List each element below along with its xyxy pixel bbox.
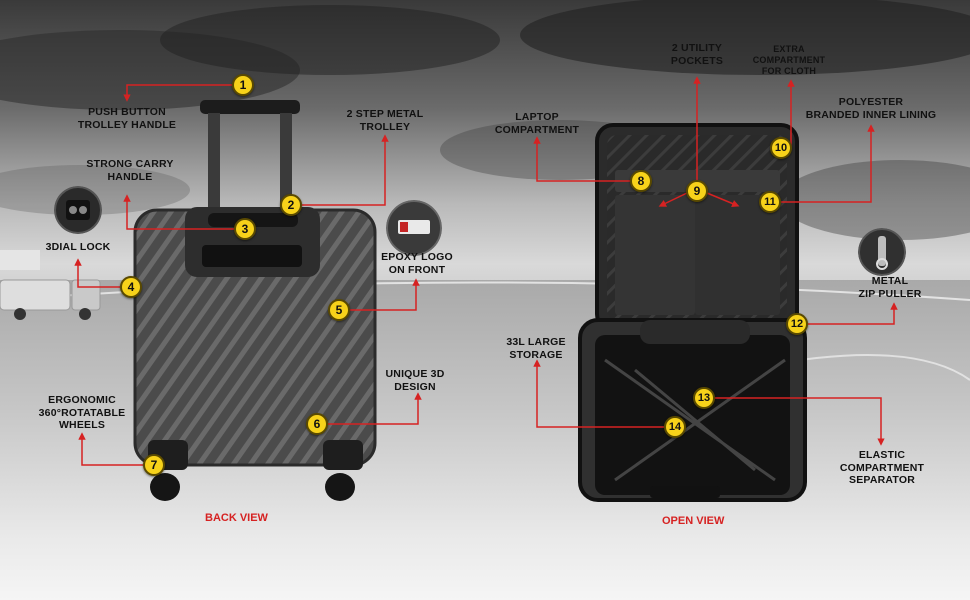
label-elastic-separator: ELASTIC COMPARTMENT SEPARATOR bbox=[839, 449, 925, 486]
label-2-utility-pockets: 2 UTILITY POCKETS bbox=[670, 42, 724, 67]
callout-badge-5: 5 bbox=[328, 299, 350, 321]
callout-badge-9: 9 bbox=[686, 180, 708, 202]
callout-badge-2: 2 bbox=[280, 194, 302, 216]
label-unique-3d-design: UNIQUE 3D DESIGN bbox=[385, 368, 445, 393]
label-polyester-lining: POLYESTER BRANDED INNER LINING bbox=[805, 96, 937, 121]
epoxy-logo-inset bbox=[386, 200, 442, 256]
callout-badge-1: 1 bbox=[232, 74, 254, 96]
label-33l-large-storage: 33L LARGE STORAGE bbox=[506, 336, 566, 361]
callout-badge-11: 11 bbox=[759, 191, 781, 213]
callout-badge-10: 10 bbox=[770, 137, 792, 159]
zip-puller-inset bbox=[858, 228, 906, 276]
callout-badge-7: 7 bbox=[143, 454, 165, 476]
label-extra-compartment: EXTRA COMPARTMENT FOR CLOTH bbox=[752, 44, 826, 76]
callout-badge-12: 12 bbox=[786, 313, 808, 335]
callout-badge-13: 13 bbox=[693, 387, 715, 409]
callout-badge-8: 8 bbox=[630, 170, 652, 192]
label-epoxy-logo-on-front: EPOXY LOGO ON FRONT bbox=[381, 251, 453, 276]
open-view-caption: OPEN VIEW bbox=[662, 515, 725, 527]
label-metal-zip-puller: METAL ZIP PULLER bbox=[858, 275, 922, 300]
label-ergonomic-wheels: ERGONOMIC 360°ROTATABLE WHEELS bbox=[38, 394, 126, 431]
label-push-button-trolley-handle: PUSH BUTTON TROLLEY HANDLE bbox=[77, 106, 177, 131]
label-3dial-lock: 3DIAL LOCK bbox=[45, 241, 111, 253]
callout-badge-4: 4 bbox=[120, 276, 142, 298]
callout-badge-3: 3 bbox=[234, 218, 256, 240]
label-strong-carry-handle: STRONG CARRY HANDLE bbox=[86, 158, 174, 183]
callout-badge-6: 6 bbox=[306, 413, 328, 435]
label-laptop-compartment: LAPTOP COMPARTMENT bbox=[494, 111, 580, 136]
label-2-step-metal-trolley: 2 STEP METAL TROLLEY bbox=[346, 108, 424, 133]
callout-badge-14: 14 bbox=[664, 416, 686, 438]
dial-lock-inset bbox=[54, 186, 102, 234]
back-view-caption: BACK VIEW bbox=[205, 512, 268, 524]
